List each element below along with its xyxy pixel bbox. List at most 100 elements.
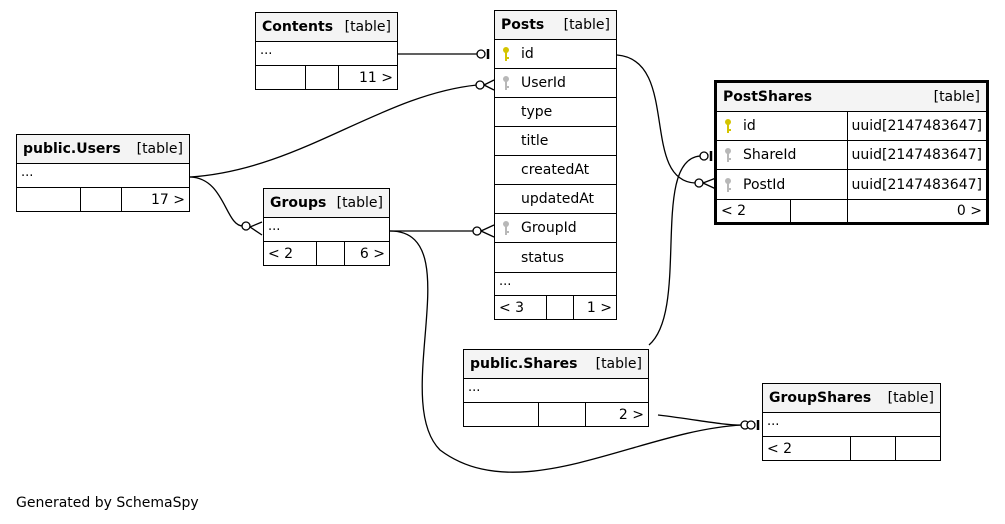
column-row[interactable]: id: [495, 40, 616, 69]
more-columns: ...: [763, 413, 940, 437]
column-name: title: [521, 133, 549, 149]
edge-users-posts: [189, 84, 478, 178]
foreign-key-icon: [495, 220, 517, 236]
column-row[interactable]: ShareId uuid[2147483647]: [717, 141, 986, 170]
children-count[interactable]: 2 >: [618, 406, 644, 423]
children-count[interactable]: 11 >: [359, 69, 393, 86]
more-columns: ...: [495, 272, 616, 296]
table-name: PostShares: [723, 89, 813, 105]
table-name: GroupShares: [769, 390, 872, 406]
table-footer: < 2: [763, 437, 940, 460]
children-count[interactable]: 1 >: [586, 299, 612, 316]
foreign-key-icon: [717, 147, 739, 163]
parents-count[interactable]: < 2: [717, 200, 791, 222]
table-kind: [table]: [933, 89, 980, 105]
table-footer: 2 >: [464, 403, 648, 426]
table-footer: 11 >: [256, 66, 397, 89]
edge-marker-circle: [476, 49, 486, 59]
column-name: type: [521, 104, 553, 120]
column-row[interactable]: type: [495, 98, 616, 127]
column-row[interactable]: GroupId: [495, 214, 616, 243]
column-row[interactable]: updatedAt: [495, 185, 616, 214]
column-type: uuid[2147483647]: [851, 176, 982, 193]
parents-count[interactable]: < 2: [264, 242, 317, 265]
table-kind: [table]: [336, 195, 383, 211]
column-type: uuid[2147483647]: [851, 147, 982, 163]
table-footer: < 3 1 >: [495, 296, 616, 319]
foreign-key-icon: [717, 177, 739, 193]
table-kind: [table]: [887, 390, 934, 406]
column-name: PostId: [743, 176, 786, 193]
primary-key-icon: [717, 118, 739, 134]
footer-spacer: [306, 66, 339, 89]
table-header: Posts [table]: [495, 11, 616, 40]
column-type: uuid[2147483647]: [851, 118, 982, 134]
table-groupshares[interactable]: GroupShares [table] ... < 2: [762, 383, 941, 461]
table-header: PostShares [table]: [717, 83, 986, 112]
parents-count[interactable]: [464, 403, 539, 426]
children-count[interactable]: 6 >: [359, 245, 385, 262]
table-footer: < 2 0 >: [717, 199, 986, 222]
table-kind: [table]: [136, 141, 183, 157]
column-row[interactable]: status: [495, 243, 616, 272]
edge-posts-postshares: [616, 54, 696, 184]
more-columns: ...: [256, 42, 397, 66]
footer-spacer: [791, 200, 848, 222]
table-name: Posts: [501, 17, 545, 33]
column-cell: PostId: [717, 170, 848, 199]
children-count[interactable]: [896, 437, 940, 460]
parents-count[interactable]: < 2: [763, 437, 851, 460]
column-name: UserId: [521, 75, 566, 91]
footer-spacer: [539, 403, 586, 426]
edge-shares-groupshares: [657, 414, 743, 426]
parents-count[interactable]: [17, 188, 81, 211]
column-row[interactable]: title: [495, 127, 616, 156]
table-name: public.Shares: [470, 356, 578, 372]
table-name: Groups: [270, 195, 327, 211]
footer-spacer: [547, 296, 574, 319]
column-name: id: [521, 46, 534, 62]
children-count[interactable]: 17 >: [151, 191, 185, 208]
edge-users-groups: [189, 176, 244, 227]
table-kind: [table]: [344, 19, 391, 35]
edge-groups-groupshares: [389, 230, 743, 473]
table-header: public.Users [table]: [17, 135, 189, 164]
parents-count[interactable]: < 3: [495, 296, 547, 319]
table-shares[interactable]: public.Shares [table] ... 2 >: [463, 349, 649, 427]
edge-shares-postshares: [648, 155, 701, 346]
column-name: GroupId: [521, 220, 577, 236]
table-name: Contents: [262, 19, 334, 35]
column-name: ShareId: [743, 147, 797, 163]
column-name: status: [521, 249, 565, 266]
table-footer: 17 >: [17, 188, 189, 211]
children-count[interactable]: 0 >: [956, 203, 982, 219]
footer-spacer: [317, 242, 345, 265]
column-row[interactable]: PostId uuid[2147483647]: [717, 170, 986, 199]
column-cell: id: [717, 112, 848, 140]
table-header: Contents [table]: [256, 13, 397, 42]
primary-key-icon: [495, 46, 517, 62]
more-columns: ...: [464, 379, 648, 403]
column-row[interactable]: createdAt: [495, 156, 616, 185]
table-header: public.Shares [table]: [464, 350, 648, 379]
table-kind: [table]: [595, 356, 642, 372]
table-footer: < 2 6 >: [264, 242, 389, 265]
table-users[interactable]: public.Users [table] ... 17 >: [16, 134, 190, 212]
more-columns: ...: [264, 218, 389, 242]
column-cell: ShareId: [717, 141, 848, 169]
generated-by-label: Generated by SchemaSpy: [16, 495, 199, 511]
table-header: GroupShares [table]: [763, 384, 940, 413]
more-columns: ...: [17, 164, 189, 188]
parents-count[interactable]: [256, 66, 306, 89]
table-contents[interactable]: Contents [table] ... 11 >: [255, 12, 398, 90]
table-header: Groups [table]: [264, 189, 389, 218]
table-groups[interactable]: Groups [table] ... < 2 6 >: [263, 188, 390, 266]
foreign-key-icon: [495, 75, 517, 91]
column-name: createdAt: [521, 162, 590, 178]
table-name: public.Users: [23, 141, 121, 157]
column-row[interactable]: UserId: [495, 69, 616, 98]
